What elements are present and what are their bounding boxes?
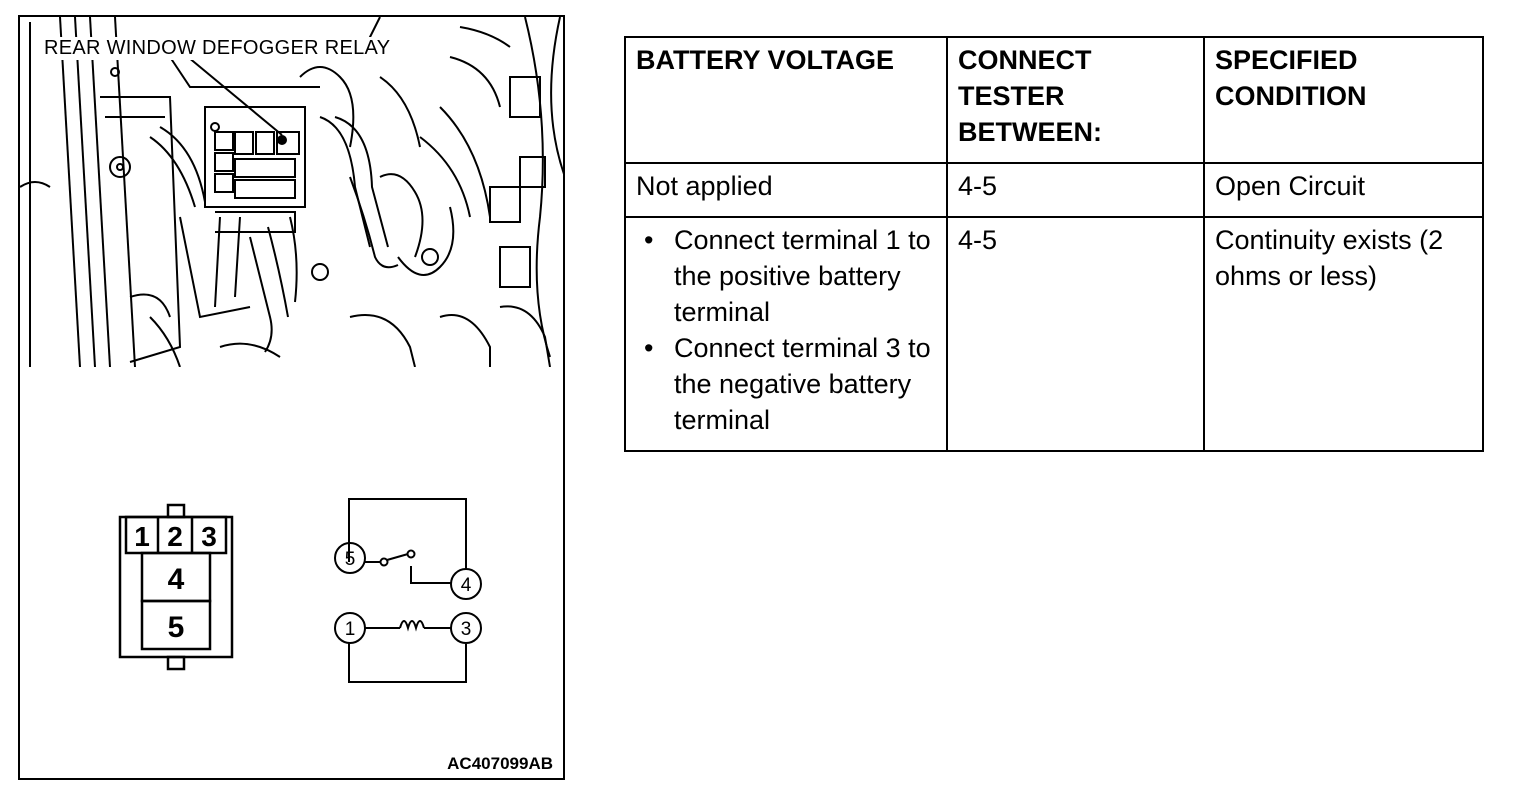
relay-figure: 1 2 3 4 5 5 4 1 3 — [18, 15, 565, 780]
list-item: Connect terminal 1 to the positive batte… — [636, 222, 938, 330]
relay-box-drawing — [204, 106, 306, 308]
figure-code: AC407099AB — [447, 754, 553, 773]
circuit-terminal-5: 5 — [345, 549, 356, 570]
dashboard-linework — [20, 17, 563, 368]
relay-connector-diagram — [118, 503, 234, 671]
list-item: Connect terminal 3 to the negative batte… — [636, 330, 938, 438]
circuit-terminal-4-circle — [450, 568, 482, 600]
cell-tester-terminals: 4-5 — [946, 216, 1205, 452]
header-specified-condition: SPECIFIED CONDITION — [1203, 36, 1484, 164]
connector-terminal-4: 4 — [168, 563, 185, 596]
connector-terminal-1: 1 — [134, 521, 150, 552]
callout-leader — [187, 56, 283, 136]
relay-callout-label: REAR WINDOW DEFOGGER RELAY — [42, 37, 393, 60]
circuit-terminal-1-circle — [334, 612, 366, 644]
connector-terminal-2: 2 — [167, 521, 183, 552]
header-battery-voltage: BATTERY VOLTAGE — [624, 36, 948, 164]
circuit-terminal-1: 1 — [345, 619, 356, 640]
connector-terminal-5: 5 — [168, 611, 185, 644]
cell-battery-voltage: Connect terminal 1 to the positive batte… — [624, 216, 948, 452]
circuit-terminal-4: 4 — [461, 575, 472, 596]
connector-terminal-3: 3 — [201, 521, 217, 552]
relay-circuit-diagram — [334, 498, 482, 683]
circuit-terminal-3: 3 — [461, 619, 472, 640]
header-connect-tester: CONNECT TESTER BETWEEN: — [946, 36, 1205, 164]
cell-specified-condition: Open Circuit — [1203, 162, 1484, 218]
cell-tester-terminals: 4-5 — [946, 162, 1205, 218]
cell-battery-voltage: Not applied — [624, 162, 948, 218]
table-header-row: BATTERY VOLTAGE CONNECT TESTER BETWEEN: … — [624, 36, 1484, 164]
voltage-instruction-list: Connect terminal 1 to the positive batte… — [636, 222, 938, 438]
table-row: Not applied 4-5 Open Circuit — [624, 162, 1484, 218]
circuit-terminal-5-circle — [334, 542, 366, 574]
table-row: Connect terminal 1 to the positive batte… — [624, 216, 1484, 452]
relay-location-illustration: 1 2 3 4 5 5 4 1 3 — [20, 17, 563, 683]
relay-check-table: BATTERY VOLTAGE CONNECT TESTER BETWEEN: … — [624, 36, 1484, 452]
circuit-terminal-3-circle — [450, 612, 482, 644]
cell-specified-condition: Continuity exists (2 ohms or less) — [1203, 216, 1484, 452]
